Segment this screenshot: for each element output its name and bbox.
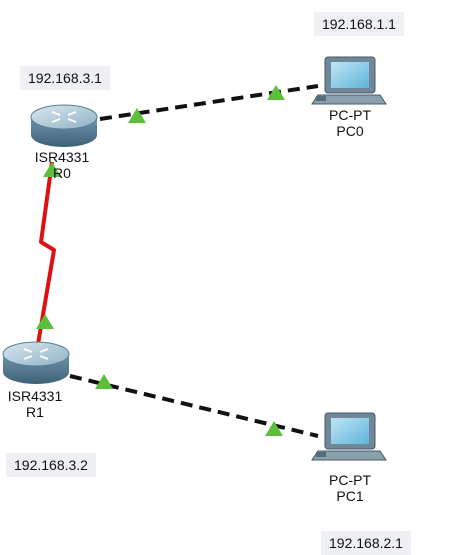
pc0-name: PC0	[336, 123, 364, 139]
link-up-indicator-r1-pc1-b	[265, 421, 283, 436]
link-up-indicator-r0-r1-a	[43, 162, 61, 177]
pc1-ip-label: 192.168.2.1	[321, 531, 411, 555]
link-r0-r1-serial[interactable]	[35, 161, 56, 351]
link-status-indicators	[36, 85, 285, 436]
link-up-indicator-r1-pc1-a	[95, 374, 113, 389]
r0-ip-label: 192.168.3.1	[20, 66, 110, 90]
pc0-model: PC-PT	[329, 107, 371, 123]
router-r0-icon[interactable]	[30, 104, 98, 147]
pc0-ip-label: 192.168.1.1	[314, 12, 404, 36]
router-r1-icon[interactable]	[2, 341, 70, 384]
link-up-indicator-r0-pc0-b	[267, 85, 285, 100]
pc1-device-label: PC-PT PC1	[329, 472, 371, 504]
pc1-model: PC-PT	[329, 472, 371, 488]
pc0-device-label: PC-PT PC0	[329, 107, 371, 139]
r1-model: ISR4331	[7, 388, 63, 404]
r1-name: R1	[26, 404, 44, 420]
pc0-icon[interactable]	[311, 56, 387, 105]
r1-ip-label: 192.168.3.2	[6, 453, 96, 477]
pc1-name: PC1	[336, 488, 364, 504]
r0-model: ISR4331	[34, 149, 90, 165]
link-up-indicator-r0-pc0-a	[128, 108, 146, 123]
r0-device-label: ISR4331 R0	[35, 149, 89, 181]
r1-device-label: ISR4331 R1	[8, 388, 62, 420]
pc1-icon[interactable]	[311, 412, 387, 461]
link-r0-pc0[interactable]	[99, 84, 319, 121]
r0-name: R0	[53, 165, 71, 181]
link-up-indicator-r0-r1-b	[36, 314, 54, 329]
